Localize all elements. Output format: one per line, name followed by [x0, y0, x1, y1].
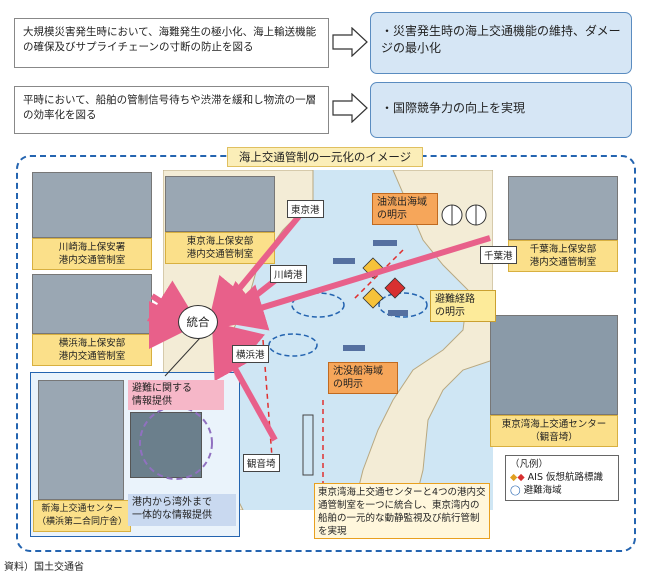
legend-title: （凡例） [510, 459, 549, 470]
tokyo-caption-text: 東京海上保安部 港内交通管制室 [186, 236, 254, 260]
arrow-right-icon [332, 93, 368, 123]
goal-normal-box: 平時において、船舶の管制信号待ちや渋滞を緩和し物流の一層の効率化を図る [14, 86, 329, 134]
connector-line [164, 338, 201, 377]
result-disaster-box: ・災害発生時の海上交通機能の維持、ダメージの最小化 [370, 12, 632, 74]
legend-ais-row: ◆◆ AIS 仮想航路標識 [510, 471, 614, 484]
evac-area-icon: ◯ [510, 485, 521, 496]
legend-evac-label: 避難海域 [523, 485, 562, 496]
evac-route-note: 避難経路 の明示 [430, 290, 496, 322]
arrow-right-icon [332, 27, 368, 57]
chiba-caption-text: 千葉海上保安部 港内交通管制室 [529, 244, 597, 268]
control-room-photo [130, 412, 202, 478]
chiba-port-label: 千葉港 [480, 246, 517, 264]
kawasaki-station-photo [32, 172, 152, 238]
sunk-ship-note: 沈没船海域 の明示 [328, 362, 398, 394]
bottom-summary: 東京湾海上交通センターと4つの港内交通管制室を一つに統合し、東京湾内の船舶の一元… [314, 483, 490, 539]
center-station-photo [490, 315, 618, 415]
new-center-caption: 新海上交通センター （横浜第二合同庁舎） [33, 500, 131, 532]
result-disaster-text: ・災害発生時の海上交通機能の維持、ダメージの最小化 [381, 24, 621, 55]
new-center-caption-text: 新海上交通センター （横浜第二合同庁舎） [36, 504, 127, 527]
kawasaki-caption: 川崎海上保安署 港内交通管制室 [32, 238, 152, 270]
center-caption-text: 東京湾海上交通センター （観音埼） [501, 419, 607, 443]
ais-marker-icon: ◆ [510, 472, 518, 483]
result-normal-box: ・国際競争力の向上を実現 [370, 82, 632, 138]
tokyo-caption: 東京海上保安部 港内交通管制室 [165, 232, 275, 264]
goal-normal-text: 平時において、船舶の管制信号待ちや渋滞を緩和し物流の一層の効率化を図る [23, 94, 317, 121]
new-center-photo [38, 380, 124, 500]
yokohama-port-label: 横浜港 [232, 345, 269, 363]
refinery-icon [441, 204, 487, 226]
unified-info-banner: 港内から湾外まで 一体的な情報提供 [128, 494, 236, 526]
chiba-caption: 千葉海上保安部 港内交通管制室 [508, 240, 618, 272]
legend-ais-label: AIS 仮想航路標識 [527, 472, 604, 483]
yokohama-station-photo [32, 274, 152, 334]
result-normal-text: ・国際競争力の向上を実現 [381, 101, 526, 115]
yokohama-caption-text: 横浜海上保安部 港内交通管制室 [58, 338, 126, 362]
legend-box: （凡例） ◆◆ AIS 仮想航路標識 ◯ 避難海域 [505, 455, 619, 501]
goal-disaster-text: 大規模災害発生時において、海難発生の極小化、海上輸送機能の確保及びサプライチェー… [23, 26, 317, 53]
center-caption: 東京湾海上交通センター （観音埼） [490, 415, 618, 447]
integration-circle [139, 406, 213, 480]
integration-node: 統合 [178, 305, 218, 339]
legend-evac-row: ◯ 避難海域 [510, 484, 614, 497]
tokyo-station-photo [165, 176, 275, 232]
kawasaki-port-label: 川崎港 [270, 265, 307, 283]
tokyo-port-label: 東京港 [287, 200, 324, 218]
kawasaki-caption-text: 川崎海上保安署 港内交通管制室 [58, 242, 126, 266]
chiba-station-photo [508, 176, 618, 240]
oil-spill-note: 油流出海域 の明示 [372, 193, 438, 225]
goal-disaster-box: 大規模災害発生時において、海難発生の極小化、海上輸送機能の確保及びサプライチェー… [14, 18, 329, 68]
integration-node-label: 統合 [186, 315, 210, 329]
yokohama-caption: 横浜海上保安部 港内交通管制室 [32, 334, 152, 366]
source-note: 資料）国土交通省 [4, 562, 84, 573]
evac-info-banner: 避難に関する 情報提供 [128, 380, 224, 410]
ais-marker-red-icon: ◆ [517, 472, 525, 483]
panel-title: 海上交通管制の一元化のイメージ [227, 147, 423, 167]
kannonzaki-label: 観音埼 [243, 454, 280, 472]
